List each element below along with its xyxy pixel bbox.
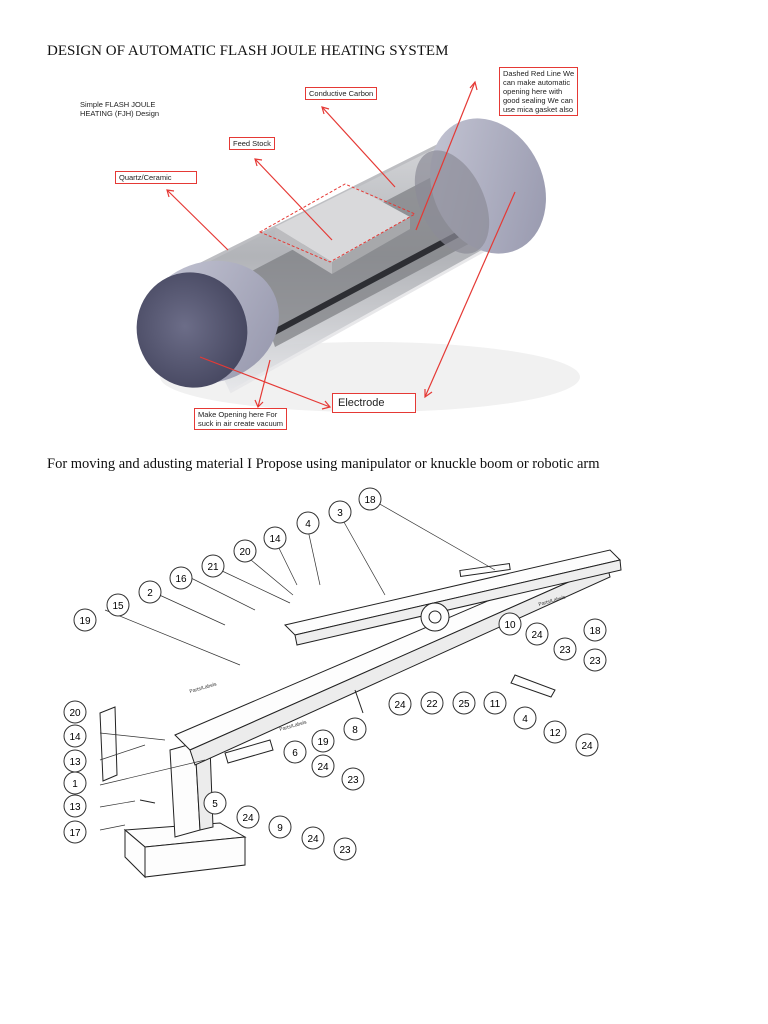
svg-text:2: 2 [147,588,153,599]
part-callout: 22 [420,691,444,715]
svg-text:22: 22 [426,699,438,710]
part-callout: 12 [543,720,567,744]
part-callout: 15 [106,593,130,617]
svg-text:21: 21 [207,562,219,573]
svg-text:8: 8 [352,725,358,736]
part-callout: 18 [583,618,607,642]
callout-quartz-ceramic: Quartz/Ceramic [115,171,197,184]
fjh-design-heading: Simple FLASH JOULE HEATING (FJH) Design [80,100,160,118]
svg-text:18: 18 [589,626,601,637]
part-callout: 8 [343,717,367,741]
svg-text:23: 23 [339,845,351,856]
part-callout: 24 [575,733,599,757]
svg-text:24: 24 [581,741,593,752]
part-callout: 20 [233,539,257,563]
callout-conductive-carbon: Conductive Carbon [305,87,378,100]
part-callout: 13 [63,794,87,818]
svg-text:5: 5 [212,799,218,810]
part-callout: 11 [483,691,507,715]
part-callout: 9 [268,815,292,839]
part-callout: 4 [296,511,320,535]
svg-text:6: 6 [292,748,298,759]
svg-text:24: 24 [531,630,543,641]
callout-dashed-red-line: Dashed Red Line We can make automatic op… [499,67,579,116]
part-callout: 23 [333,837,357,861]
page-title: DESIGN OF AUTOMATIC FLASH JOULE HEATING … [47,43,449,59]
svg-text:24: 24 [307,834,319,845]
part-callout: 24 [301,826,325,850]
part-callout: 3 [328,500,352,524]
part-callouts: 18 3 4 14 20 21 16 2 15 19 10 24 18 23 2… [63,487,607,861]
part-callout: 4 [513,706,537,730]
part-callout: 19 [73,608,97,632]
part-callout: 2 [138,580,162,604]
part-callout: 23 [341,767,365,791]
svg-text:20: 20 [69,708,81,719]
svg-text:20: 20 [239,547,251,558]
figure-caption: For moving and adusting material I Propo… [47,456,600,472]
part-callout: 16 [169,566,193,590]
svg-text:24: 24 [394,700,406,711]
part-callout: 24 [236,805,260,829]
svg-text:4: 4 [305,519,311,530]
part-callout: 14 [63,724,87,748]
svg-text:23: 23 [347,775,359,786]
decal-plate: Parts/Labels [189,681,218,695]
svg-text:14: 14 [69,732,81,743]
part-callout: 24 [311,754,335,778]
part-callout: 17 [63,820,87,844]
svg-text:17: 17 [69,828,81,839]
svg-text:1: 1 [72,779,78,790]
part-callout: 14 [263,526,287,550]
part-callout: 23 [553,637,577,661]
part-callout: 24 [388,692,412,716]
part-callout: 1 [63,771,87,795]
svg-text:24: 24 [317,762,329,773]
part-callout: 6 [283,740,307,764]
svg-text:3: 3 [337,508,343,519]
part-callout: 10 [498,612,522,636]
svg-text:11: 11 [490,699,501,710]
svg-text:13: 13 [69,802,81,813]
callout-make-opening: Make Opening here For suck in air create… [194,408,288,430]
part-callout: 24 [525,622,549,646]
svg-text:12: 12 [549,728,561,739]
svg-text:4: 4 [522,714,528,725]
svg-text:13: 13 [69,757,81,768]
svg-text:16: 16 [175,574,187,585]
part-callout: 20 [63,700,87,724]
svg-text:24: 24 [242,813,254,824]
callout-electrode: Electrode [332,393,416,413]
svg-text:10: 10 [504,620,516,631]
svg-text:19: 19 [317,737,329,748]
part-callout: 21 [201,554,225,578]
part-callout: 19 [311,729,335,753]
svg-text:9: 9 [277,823,283,834]
part-callout: 23 [583,648,607,672]
svg-text:23: 23 [559,645,571,656]
svg-text:23: 23 [589,656,601,667]
fjh-design-figure [136,80,580,412]
svg-text:14: 14 [269,534,281,545]
part-callout: 5 [203,791,227,815]
svg-text:18: 18 [364,495,376,506]
callout-feed-stock: Feed Stock [229,137,275,150]
svg-text:19: 19 [79,616,91,627]
part-callout: 25 [452,691,476,715]
knuckle-boom-diagram: 18 3 4 14 20 21 16 2 15 19 10 24 18 23 2… [63,487,622,879]
part-callout: 18 [358,487,382,511]
part-callout: 13 [63,749,87,773]
svg-text:15: 15 [112,601,124,612]
svg-text:25: 25 [458,699,470,710]
